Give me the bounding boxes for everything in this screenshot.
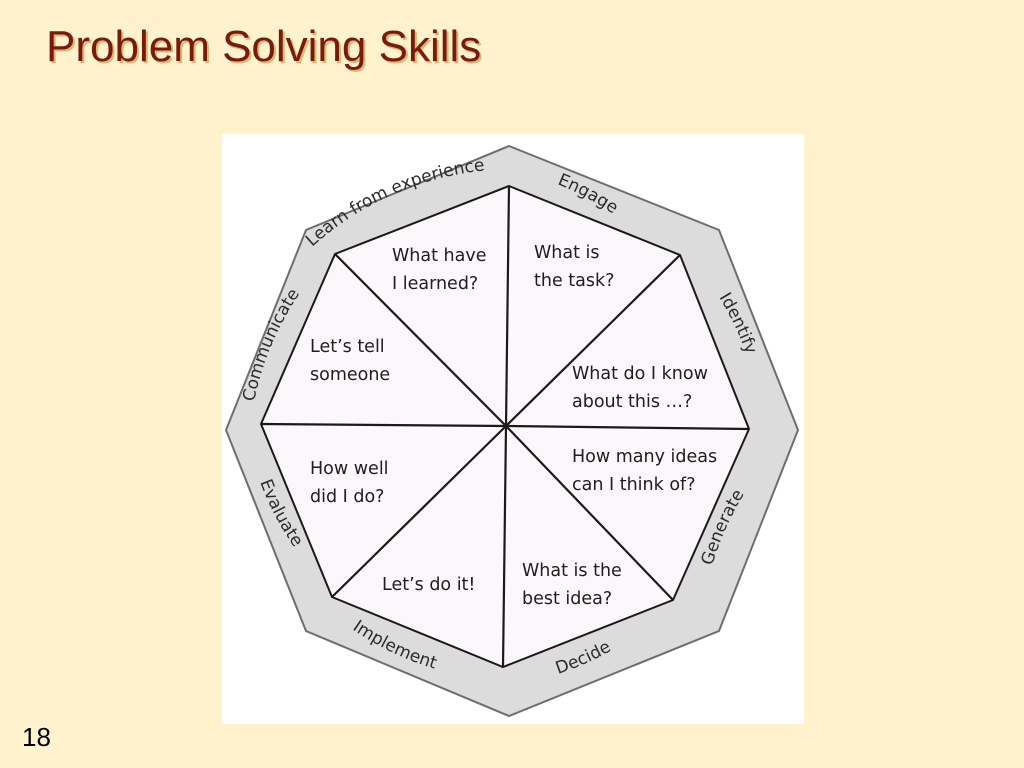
question-line: someone: [310, 365, 390, 385]
question-evaluate: How well did I do?: [310, 459, 389, 507]
spoke: [505, 254, 681, 427]
question-line: What is the: [522, 561, 622, 581]
question-learn: What have I learned?: [392, 246, 486, 294]
spokes: [260, 185, 750, 668]
spoke: [334, 253, 507, 427]
spoke: [331, 425, 507, 598]
spoke: [505, 424, 750, 431]
question-implement: Let’s do it!: [382, 575, 475, 595]
question-identify: What do I know about this …?: [572, 364, 708, 412]
question-communicate: Let’s tell someone: [310, 337, 390, 385]
spoke: [260, 422, 507, 428]
question-line: How well: [310, 459, 389, 479]
spoke: [505, 425, 674, 601]
question-line: Let’s tell: [310, 337, 385, 357]
question-decide: What is the best idea?: [522, 561, 622, 609]
question-line: What have: [392, 246, 486, 266]
octagon-svg: Learn from experience Engage Identify Ge…: [224, 144, 800, 718]
question-line: How many ideas: [572, 447, 717, 467]
question-line: Let’s do it!: [382, 575, 475, 595]
question-line: What do I know: [572, 364, 708, 384]
spoke: [501, 425, 508, 668]
question-line: I learned?: [392, 274, 478, 294]
question-line: best idea?: [522, 589, 612, 609]
question-line: can I think of?: [572, 475, 695, 495]
slide-title: Problem Solving Skills: [46, 22, 482, 71]
question-generate: How many ideas can I think of?: [572, 447, 717, 495]
question-line: What is: [534, 243, 600, 263]
question-line: the task?: [534, 271, 614, 291]
spoke: [504, 185, 511, 427]
problem-solving-octagon-diagram: Learn from experience Engage Identify Ge…: [222, 134, 804, 724]
question-engage: What is the task?: [534, 243, 614, 291]
question-line: did I do?: [310, 487, 384, 507]
question-line: about this …?: [572, 392, 692, 412]
page-number: 18: [22, 722, 51, 752]
